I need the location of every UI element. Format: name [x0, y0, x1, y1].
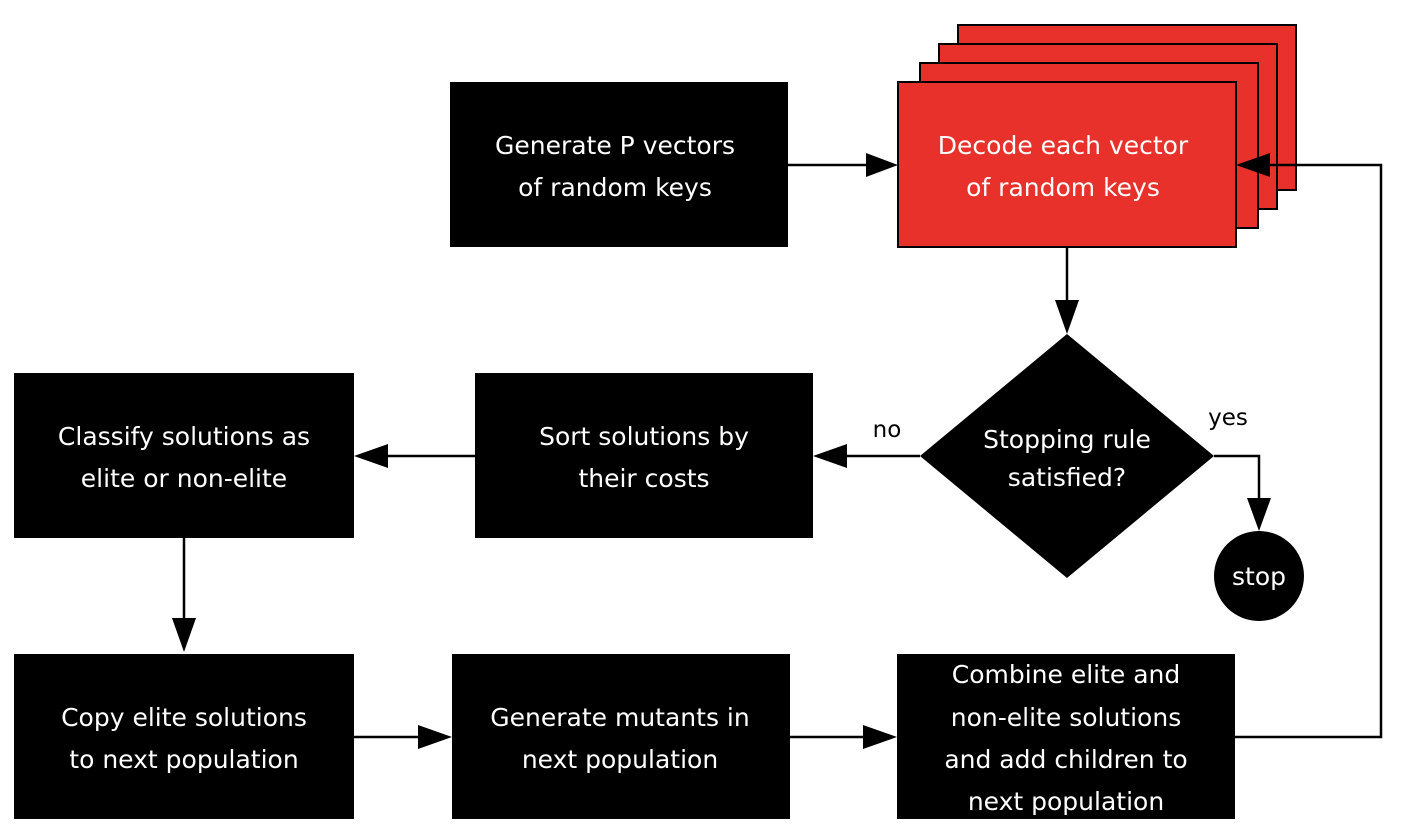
edge-generate-to-decode [788, 153, 898, 177]
copy-elite-line1: Copy elite solutions [61, 703, 307, 732]
classify-line1: Classify solutions as [58, 422, 310, 451]
stopping-rule-decision: Stopping rule satisfied? [920, 334, 1214, 578]
combine-shape [897, 654, 1235, 819]
arrowhead-decision-to-stop [1247, 498, 1271, 531]
edge-label-yes: yes [1208, 405, 1248, 431]
stop-terminal: stop [1214, 531, 1304, 621]
combine-line2: non-elite solutions [951, 703, 1181, 732]
copy-elite-line2: to next population [69, 745, 298, 774]
arrowhead-combine-to-decode [1236, 153, 1270, 177]
combine-box: Combine elite and non-elite solutions an… [897, 654, 1235, 819]
edge-copy-to-mutants [354, 725, 452, 749]
combine-line1: Combine elite and [952, 660, 1181, 689]
sort-line2: their costs [578, 464, 709, 493]
classify-box: Classify solutions as elite or non-elite [14, 373, 354, 538]
copy-elite-box: Copy elite solutions to next population [14, 654, 354, 819]
mutants-line1: Generate mutants in [490, 703, 749, 732]
arrowhead-generate-to-decode [866, 153, 898, 177]
edge-label-no: no [873, 417, 902, 443]
edge-decision-to-stop [1214, 454, 1271, 531]
edge-decode-to-decision [1055, 247, 1079, 334]
sort-shape [475, 373, 813, 538]
classify-line2: elite or non-elite [81, 464, 287, 493]
arrowhead-decision-to-sort [813, 444, 847, 468]
mutants-line2: next population [522, 745, 718, 774]
decode-line2: of random keys [966, 173, 1160, 202]
stopping-rule-diamond [920, 334, 1214, 578]
decode-box [897, 81, 1237, 248]
decode-stack: Decode each vector of random keys [897, 24, 1297, 248]
sort-line1: Sort solutions by [539, 422, 749, 451]
generate-keys-line2: of random keys [518, 173, 712, 202]
stop-circle [1214, 531, 1304, 621]
combine-line4: next population [968, 787, 1164, 816]
mutants-box: Generate mutants in next population [452, 654, 790, 819]
combine-line3: and add children to [944, 745, 1187, 774]
arrowhead-classify-to-copy [172, 618, 196, 652]
stopping-rule-line1: Stopping rule [983, 425, 1151, 454]
decode-line1: Decode each vector [938, 131, 1189, 160]
edge-combine-to-decode [1235, 153, 1383, 739]
edge-sort-to-classify [354, 444, 475, 468]
edge-decision-to-sort [813, 444, 920, 468]
arrowhead-sort-to-classify [354, 444, 388, 468]
generate-keys-box: Generate P vectors of random keys [450, 82, 788, 247]
stopping-rule-line2: satisfied? [1008, 463, 1126, 492]
generate-keys-line1: Generate P vectors [495, 131, 735, 160]
stop-label: stop [1232, 562, 1286, 591]
copy-elite-shape [14, 654, 354, 819]
generate-keys-shape [450, 82, 788, 247]
arrowhead-decode-to-decision [1055, 300, 1079, 334]
edge-classify-to-copy [172, 538, 196, 652]
mutants-shape [452, 654, 790, 819]
sort-box: Sort solutions by their costs [475, 373, 813, 538]
arrowhead-copy-to-mutants [418, 725, 452, 749]
edge-mutants-to-combine [790, 725, 897, 749]
arrowhead-mutants-to-combine [863, 725, 897, 749]
classify-shape [14, 373, 354, 538]
